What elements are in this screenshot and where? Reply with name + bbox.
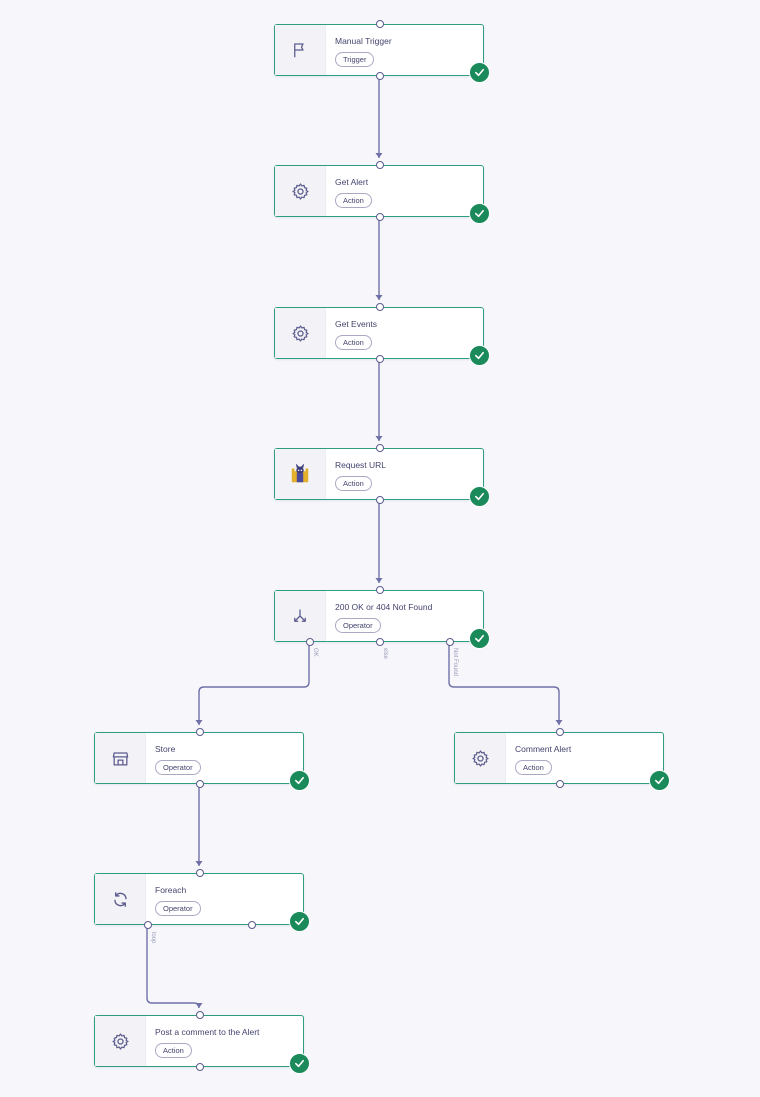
gear-icon [471,749,489,767]
store-icon [112,751,128,765]
output-port[interactable] [376,496,384,504]
node-title: Get Events [335,319,378,329]
node-type-badge: Action [335,335,372,350]
success-check-icon [469,345,490,366]
output-port[interactable] [196,1063,204,1071]
node-post-comment[interactable]: Post a comment to the Alert Action [94,1011,310,1074]
input-port[interactable] [376,161,384,169]
edge-label-loop: loop [150,932,156,944]
output-port[interactable] [376,213,384,221]
success-check-icon [469,628,490,649]
input-port[interactable] [376,303,384,311]
gear-icon [291,324,309,342]
input-port[interactable] [196,869,204,877]
node-request-url[interactable]: Request URL Action [274,444,490,507]
node-type-badge: Action [335,193,372,208]
success-check-icon [289,770,310,791]
node-type-badge: Operator [335,618,381,633]
input-port[interactable] [196,728,204,736]
input-port[interactable] [376,586,384,594]
success-check-icon [649,770,670,791]
edge-label-not-found: Not Found [452,648,458,677]
node-store[interactable]: Store Operator [94,728,310,791]
node-type-badge: Action [155,1043,192,1058]
edge-not-found-to-comment-alert[interactable] [448,641,563,725]
output-port-not-found[interactable] [446,638,454,646]
edge-loop-to-post-comment[interactable] [146,925,203,1009]
output-port[interactable] [376,72,384,80]
success-check-icon [289,1053,310,1074]
edge-label-ok: OK [312,648,318,657]
gear-icon [291,182,309,200]
loop-arrows-icon [113,891,127,907]
node-comment-alert[interactable]: Comment Alert Action [454,728,670,791]
edge-label-else: else [382,648,388,660]
node-title: Manual Trigger [335,36,392,46]
node-title: Post a comment to the Alert [155,1027,260,1037]
node-title: Foreach [155,885,187,895]
success-check-icon [469,62,490,83]
output-port-ok[interactable] [306,638,314,646]
output-port-done[interactable] [248,921,256,929]
node-title: Comment Alert [515,744,572,754]
node-type-badge: Trigger [335,52,375,67]
success-check-icon [289,911,310,932]
node-title: 200 OK or 404 Not Found [335,602,433,612]
input-port[interactable] [376,20,384,28]
node-manual-trigger[interactable]: Manual Trigger Trigger [274,20,490,83]
node-get-alert[interactable]: Get Alert Action [274,161,490,224]
node-type-badge: Action [515,760,552,775]
flag-icon [294,43,304,58]
node-get-events[interactable]: Get Events Action [274,303,490,366]
input-port[interactable] [196,1011,204,1019]
output-port-else[interactable] [376,638,384,646]
success-check-icon [469,203,490,224]
node-title: Get Alert [335,177,369,187]
output-port[interactable] [196,780,204,788]
node-title: Store [155,744,176,754]
output-port-loop[interactable] [144,921,152,929]
input-port[interactable] [556,728,564,736]
output-port[interactable] [556,780,564,788]
branch-split-icon [294,609,306,622]
urlscan-logo-icon [291,463,309,483]
node-type-badge: Operator [155,901,201,916]
output-port[interactable] [376,355,384,363]
success-check-icon [469,486,490,507]
edge-ok-to-store[interactable] [195,641,310,725]
node-type-badge: Operator [155,760,201,775]
node-title: Request URL [335,460,387,470]
node-condition[interactable]: 200 OK or 404 Not Found Operator [274,586,490,649]
node-foreach[interactable]: Foreach Operator [94,869,310,932]
node-type-badge: Action [335,476,372,491]
input-port[interactable] [376,444,384,452]
gear-icon [111,1032,129,1050]
